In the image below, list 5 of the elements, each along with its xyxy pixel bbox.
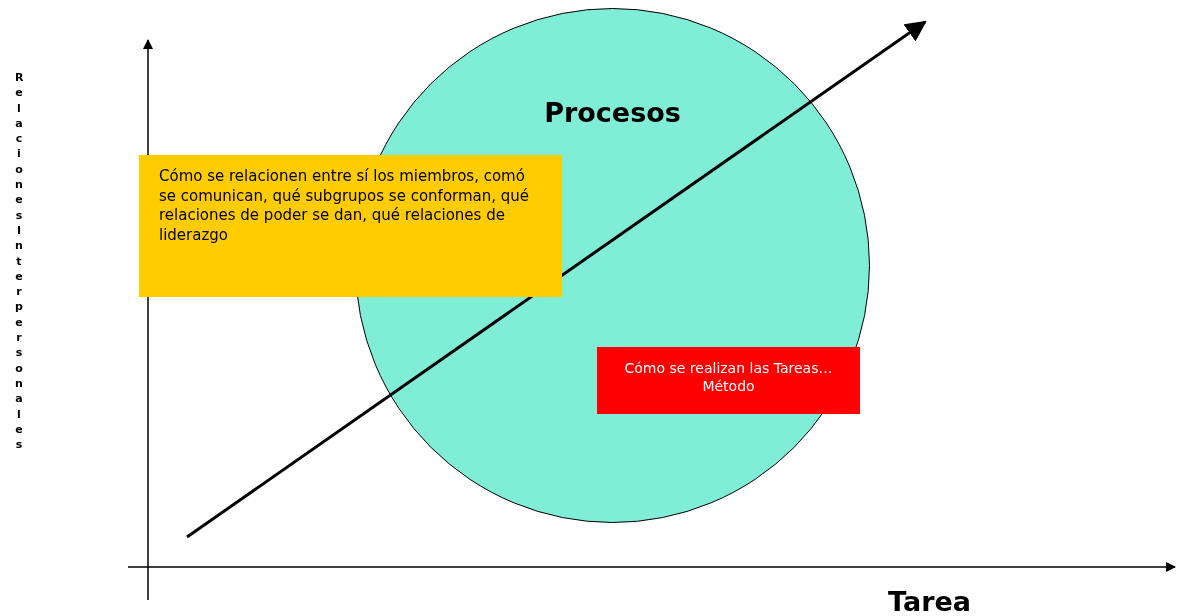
axis-title: Tarea (888, 586, 971, 616)
method-box: Cómo se realizan las Tareas…Método (597, 347, 860, 414)
axis-title: RelacionesInterpersonales (15, 70, 23, 453)
description-box: Cómo se relacionen entre sí los miembros, comó se comunican, qué subgrupos se conforman, qué relaciones de poder se dan, qué relaciones de liderazgo (139, 155, 562, 297)
title-text: Procesos (543, 97, 682, 128)
